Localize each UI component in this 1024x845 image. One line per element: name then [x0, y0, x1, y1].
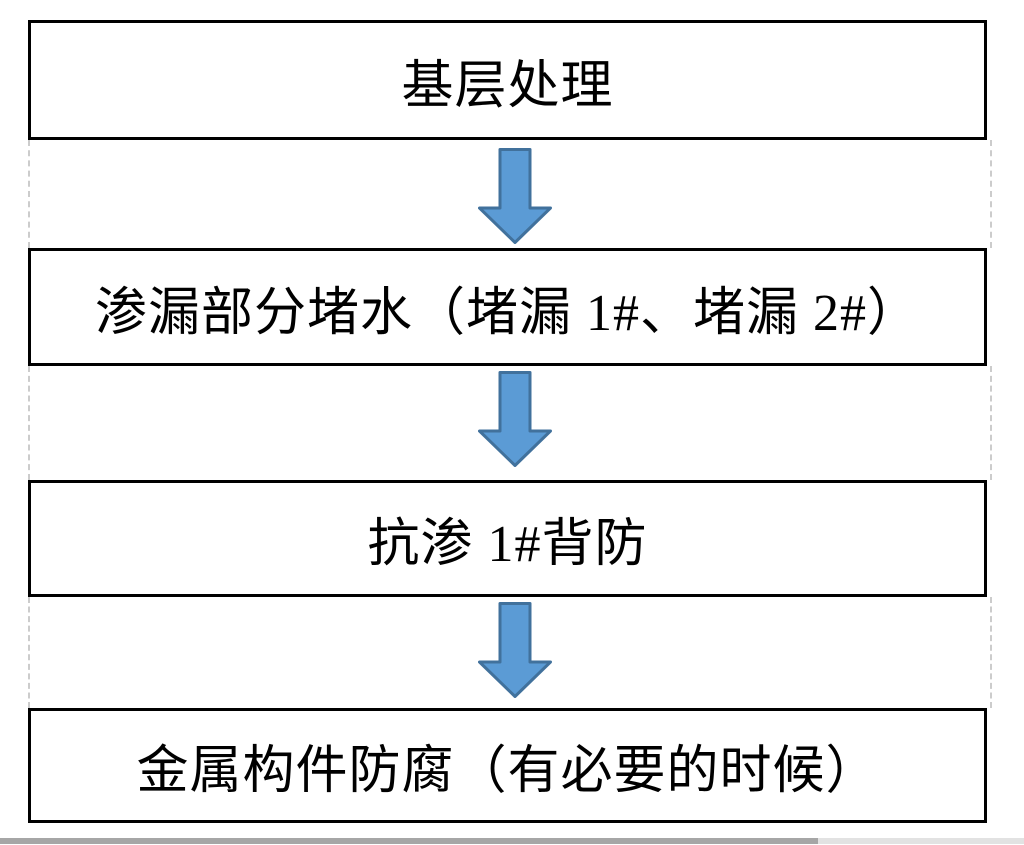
dashed-gridline: [990, 597, 992, 708]
flow-step-label: 抗渗 1#背防: [367, 516, 648, 573]
down-arrow-icon: [478, 602, 552, 698]
horizontal-scrollbar[interactable]: [0, 838, 1024, 844]
flow-step-label: 基层处理: [401, 57, 614, 115]
dashed-gridline: [28, 597, 30, 708]
dashed-gridline: [28, 140, 30, 248]
flow-step-label: 金属构件防腐（有必要的时候）: [136, 743, 879, 800]
horizontal-scrollbar-thumb[interactable]: [0, 838, 818, 844]
dashed-gridline: [990, 140, 992, 248]
dashed-gridline: [28, 366, 30, 480]
flow-step-anti-seepage: 抗渗 1#背防: [28, 480, 987, 597]
flow-step-label: 渗漏部分堵水（堵漏 1#、堵漏 2#）: [94, 284, 920, 342]
flow-step-base-treatment: 基层处理: [28, 20, 987, 140]
down-arrow-icon: [478, 148, 552, 244]
dashed-gridline: [990, 366, 992, 480]
flow-step-leak-plugging: 渗漏部分堵水（堵漏 1#、堵漏 2#）: [28, 248, 987, 366]
flow-step-metal-anticorrosion: 金属构件防腐（有必要的时候）: [28, 708, 987, 823]
down-arrow-icon: [478, 371, 552, 467]
